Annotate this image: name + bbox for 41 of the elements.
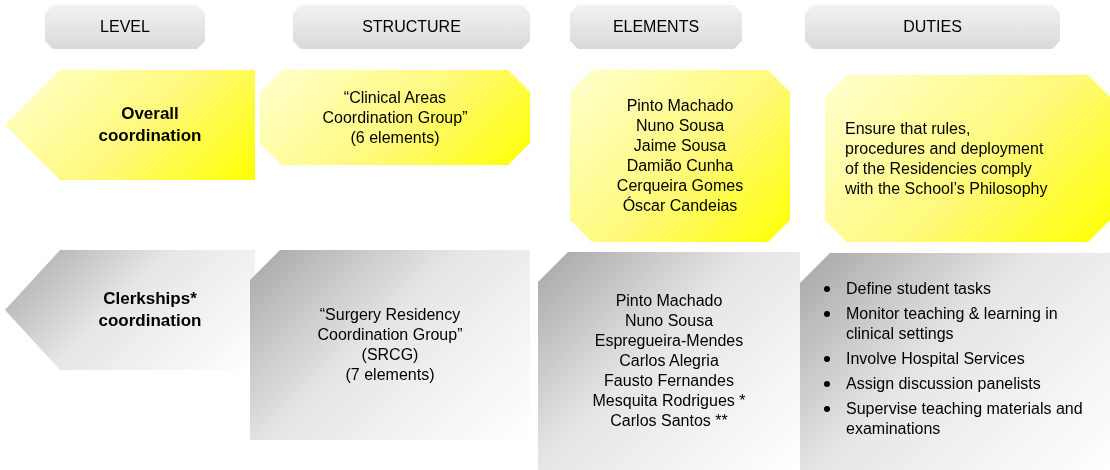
column-header	[293, 5, 530, 49]
member-name: Espregueira-Mendes	[594, 331, 744, 351]
label-text: DUTIES	[903, 17, 962, 37]
label-text: Ensure that rules, procedures and deployment of the Residencies comply with the School’s Philosophy	[845, 118, 1049, 199]
duty-item: Define student tasks	[820, 279, 1096, 299]
structure-panel	[250, 250, 530, 440]
members-panel	[538, 252, 800, 470]
label-text: ELEMENTS	[612, 17, 700, 37]
level-label: Overall coordination	[97, 103, 203, 147]
member-name: Mesquita Rodrigues *	[592, 391, 746, 411]
label-text: LEVEL	[100, 17, 150, 37]
member-name: Pinto Machado	[626, 96, 734, 116]
duties-panel	[800, 253, 1110, 470]
members-panel	[570, 70, 790, 242]
label-text: (7 elements)	[345, 365, 435, 385]
label-text: “Clinical Areas Coordination Group”	[321, 87, 469, 128]
duties-panel	[825, 75, 1110, 242]
level-banner	[5, 70, 255, 180]
member-name: Nuno Sousa	[635, 116, 725, 136]
label-text: STRUCTURE	[362, 17, 461, 37]
duty-item: Supervise teaching materials and examinations	[820, 399, 1096, 439]
label-text: (SRCG)	[361, 345, 419, 365]
member-name: Carlos Alegria	[619, 351, 719, 371]
duty-item: Monitor teaching & learning in clinical settings	[820, 304, 1096, 344]
duty-item: Assign discussion panelists	[820, 374, 1096, 394]
structure-panel	[260, 70, 530, 165]
member-name: Jaime Sousa	[633, 136, 727, 156]
column-header	[45, 5, 205, 49]
member-name: Fausto Fernandes	[604, 371, 734, 391]
member-name: Damião Cunha	[626, 156, 734, 176]
column-header	[805, 5, 1060, 49]
member-name: Cerqueira Gomes	[616, 176, 744, 196]
level-label: Clerkships* coordination	[97, 288, 203, 332]
member-name: Nuno Sousa	[624, 311, 714, 331]
member-name: Carlos Santos **	[610, 411, 728, 431]
label-text: “Surgery Residency Coordination Group”	[316, 305, 464, 345]
member-name: Óscar Candeias	[622, 196, 738, 216]
column-header	[570, 5, 742, 49]
duty-item: Involve Hospital Services	[820, 349, 1096, 369]
label-text: (6 elements)	[350, 127, 440, 148]
member-name: Pinto Machado	[615, 291, 723, 311]
